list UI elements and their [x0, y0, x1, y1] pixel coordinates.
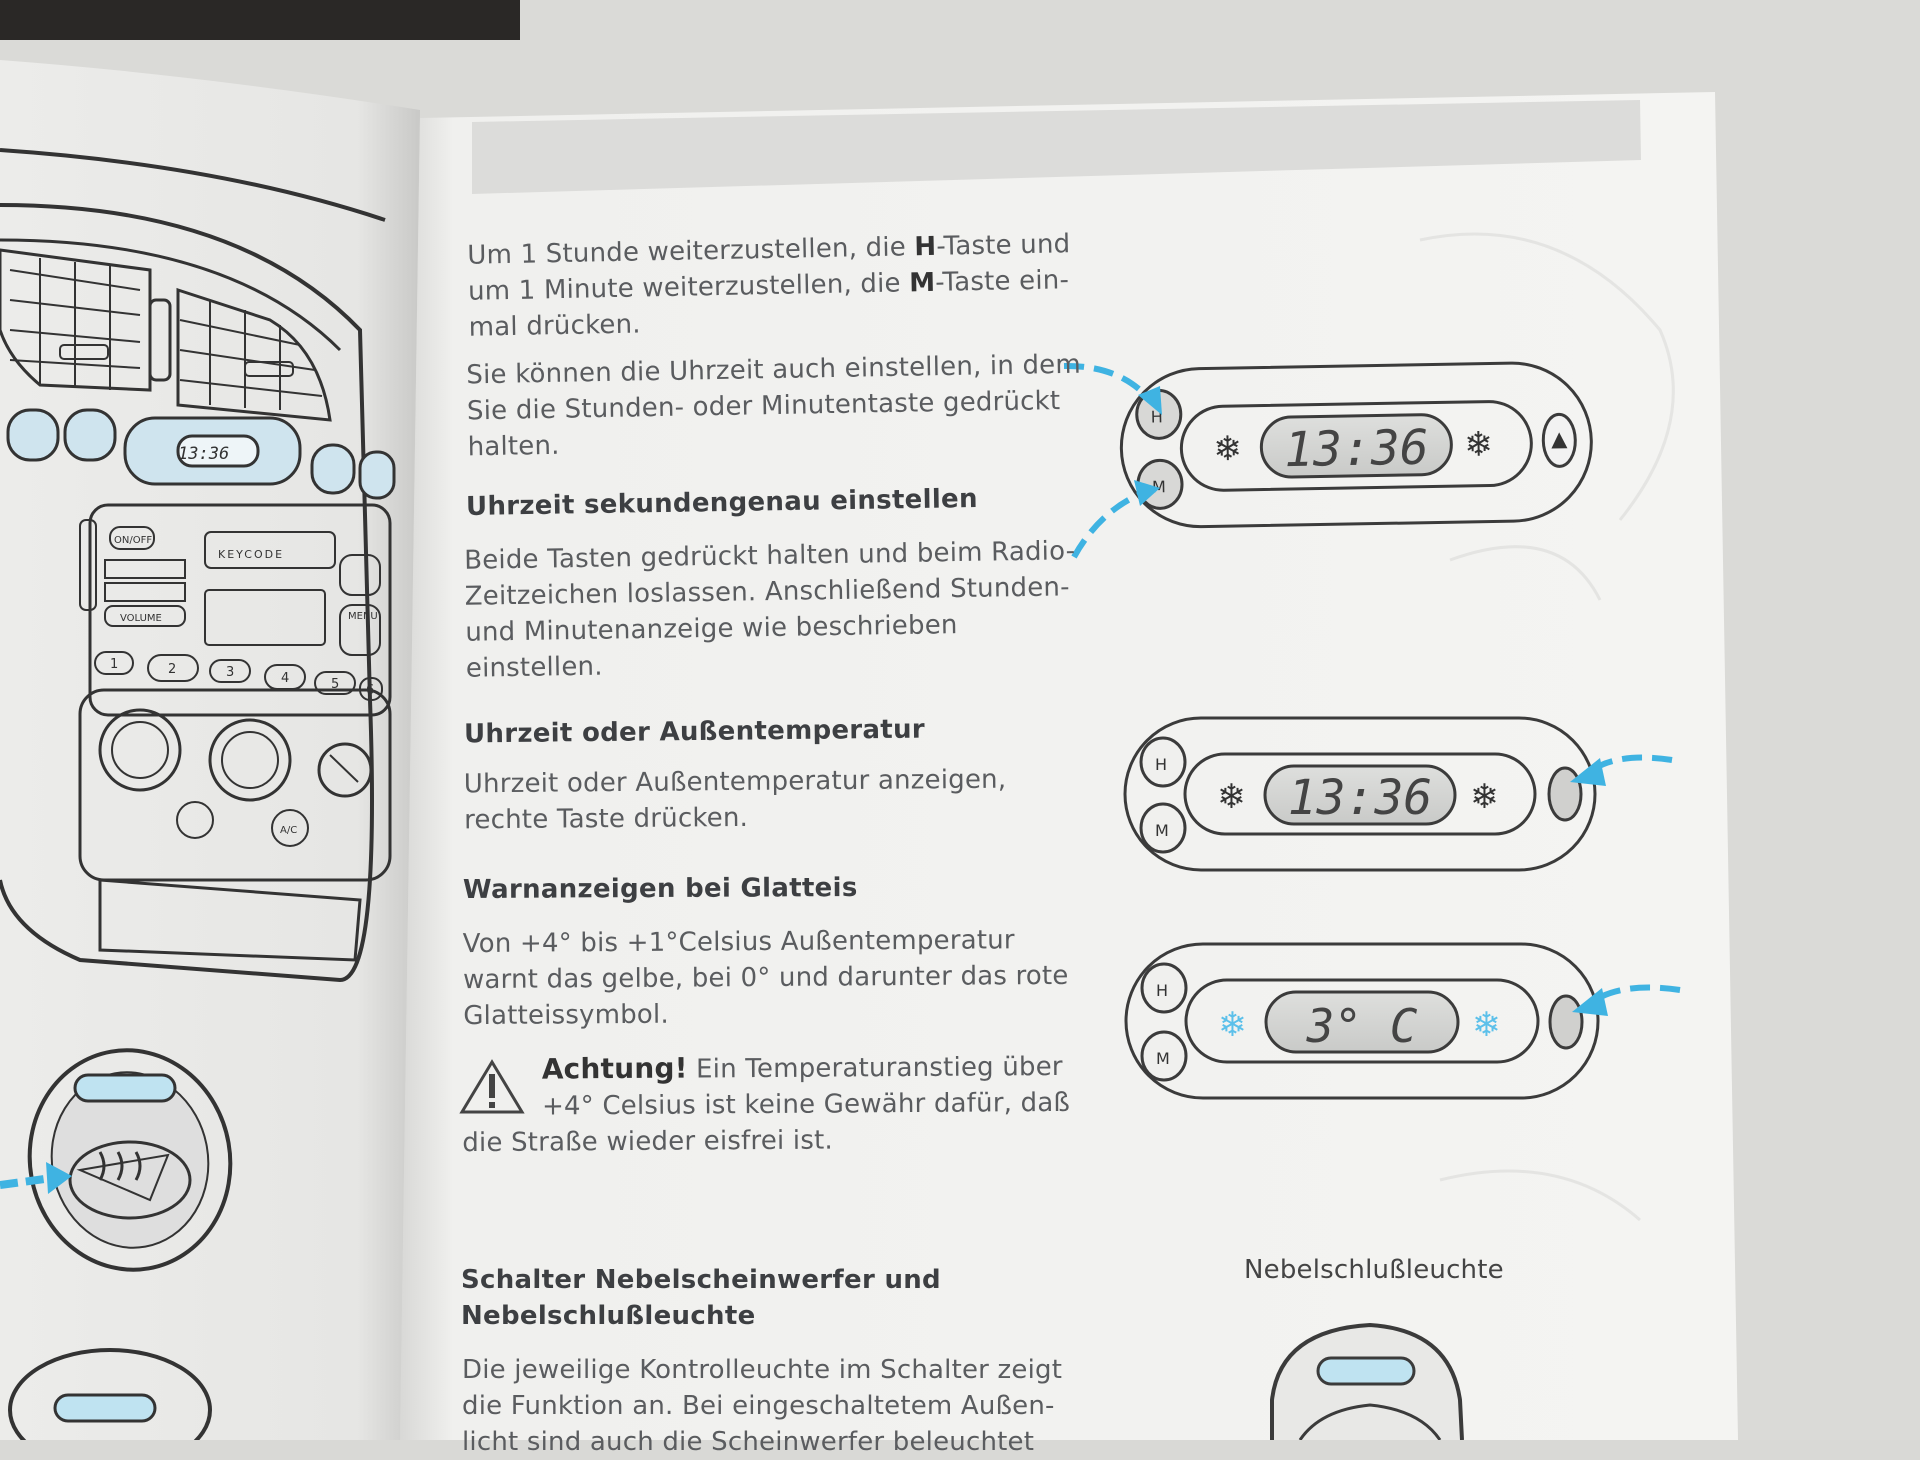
heading-fog-switch: Schalter Nebelscheinwerfer und Nebelschl…: [461, 1262, 941, 1334]
snowflake-icon: ❄: [1470, 777, 1499, 817]
h-label-3: H: [1156, 981, 1168, 1000]
warning-title: Achtung!: [541, 1051, 688, 1086]
display-3-value: 3° C: [1306, 999, 1418, 1053]
warning-line-2: +4° Celsius ist keine Gewähr dafür, daß: [541, 1087, 1071, 1122]
warning-line-3: die Straße wieder eisfrei ist.: [462, 1125, 833, 1159]
para6-line-1: Die jeweilige Kontrolleuchte im Schalter…: [462, 1355, 1063, 1385]
show-through: [1419, 232, 1675, 1222]
warning-block: Achtung! Ein Temperaturanstieg über +4° …: [462, 1048, 1071, 1161]
para1-d: um 1 Minute weiterzustellen, die: [467, 268, 910, 307]
preset-1: 1: [110, 657, 118, 672]
dash-onoff-text: ON/OFF: [114, 535, 152, 546]
clock-display-2: H M ❄ ❄ 13:36: [1123, 716, 1597, 872]
para4-line-2: rechte Taste drücken.: [464, 802, 749, 836]
display-1-value: 13:36: [1284, 420, 1429, 479]
dash-volume-text: VOLUME: [120, 613, 162, 624]
clock-display-1: H M ❄ ❄ 13:36: [1119, 361, 1593, 529]
paragraph-hours-minutes: Um 1 Stunde weiterzustellen, die H-Taste…: [467, 226, 1072, 346]
paragraph-ice-symbol: Von +4° bis +1°Celsius Außentemperatur w…: [463, 922, 1069, 1034]
m-key: M: [908, 267, 936, 299]
h4-line-2: Nebelschlußleuchte: [461, 1301, 756, 1331]
snowflake-icon: ❄: [1464, 425, 1493, 465]
m-label-3: M: [1156, 1049, 1170, 1068]
preset-3: 3: [226, 665, 234, 680]
m-button-3[interactable]: [1140, 1030, 1188, 1082]
dash-ac-text: A/C: [280, 825, 297, 836]
para6-line-3: licht sind auch die Scheinwerfer beleuch…: [462, 1427, 1035, 1457]
fog-switch-illustration: [1270, 1322, 1464, 1440]
h-key: H: [914, 231, 937, 263]
arrow-right-2: [1570, 754, 1673, 786]
preset-6: 6: [366, 683, 374, 698]
preset-2: 2: [168, 662, 176, 677]
arrow-h-1: [1063, 362, 1162, 415]
h-button-3[interactable]: [1140, 962, 1188, 1014]
dash-keycode-text: KEYCODE: [218, 548, 284, 561]
snowflake-icon: ❄: [1213, 429, 1242, 469]
m-label-2: M: [1155, 821, 1169, 840]
para5-line-3: Glatteissymbol.: [463, 999, 669, 1032]
preset-5: 5: [331, 677, 339, 692]
display-2-value: 13:36: [1288, 770, 1433, 826]
heading-ice-warning: Warnanzeigen bei Glatteis: [462, 872, 858, 906]
snowflake-icon: ❄: [1217, 777, 1246, 817]
arrow-right-3: [1572, 984, 1681, 1016]
warning-triangle-icon: [459, 1059, 525, 1114]
right-button-2[interactable]: [1547, 766, 1583, 822]
warning-line-1: Ein Temperaturanstieg über: [695, 1051, 1063, 1085]
para5-line-1: Von +4° bis +1°Celsius Außentemperatur: [462, 925, 1015, 960]
para1-a: Um 1 Stunde weiterzustellen, die: [467, 232, 915, 271]
dashboard-illustration: [0, 148, 396, 1440]
arrow-m-1: [1071, 480, 1160, 559]
dash-clock-text: 13:36: [178, 444, 229, 464]
h-button-2[interactable]: [1139, 736, 1187, 788]
h4-line-1: Schalter Nebelscheinwerfer und: [461, 1265, 941, 1295]
header-band: [472, 100, 1641, 194]
paragraph-right-button: Uhrzeit oder Außentemperatur anzeigen, r…: [464, 762, 1007, 839]
preset-4: 4: [281, 671, 289, 686]
m-button-2[interactable]: [1139, 802, 1187, 854]
para6-line-2: die Funktion an. Bei eingeschaltetem Auß…: [462, 1391, 1055, 1421]
para4-line-1: Uhrzeit oder Außentemperatur anzeigen,: [463, 764, 1007, 800]
snowflake-warning-icon: ❄: [1218, 1005, 1247, 1045]
para5-line-2: warnt das gelbe, bei 0° und darunter das…: [462, 960, 1069, 996]
caption-fog-tail-light: Nebelschlußleuchte: [1244, 1255, 1504, 1285]
para1-c: -Taste und: [936, 229, 1071, 262]
left-arrow: [0, 1162, 72, 1194]
heading-time-or-temp: Uhrzeit oder Außentemperatur: [463, 714, 926, 750]
snowflake-warning-icon: ❄: [1472, 1005, 1501, 1045]
dark-corner: [0, 0, 520, 40]
paragraph-hold-keys: Sie können die Uhrzeit auch einstellen, …: [466, 347, 1082, 466]
temp-display-3: H M ❄ ❄ 3° C: [1124, 942, 1600, 1100]
dash-presets: 1 2 3 4 5 6: [110, 657, 374, 698]
right-button-3[interactable]: [1548, 994, 1584, 1050]
h-label-2: H: [1155, 755, 1167, 774]
para1-f: -Taste ein-: [934, 265, 1070, 298]
paragraph-radio-signal: Beide Tasten gedrückt halten und beim Ra…: [464, 533, 1077, 687]
paragraph-control-light: Die jeweilige Kontrolleuchte im Schalter…: [462, 1352, 1062, 1460]
dash-menu-text: MENU: [348, 611, 378, 622]
